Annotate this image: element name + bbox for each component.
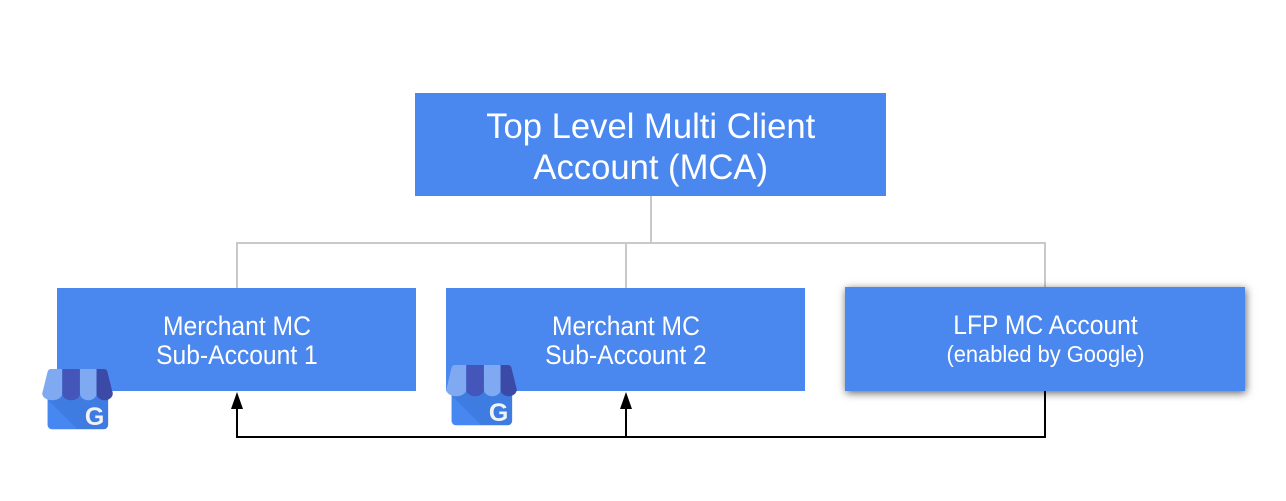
svg-text:G: G (84, 403, 103, 430)
svg-text:G: G (489, 399, 508, 426)
